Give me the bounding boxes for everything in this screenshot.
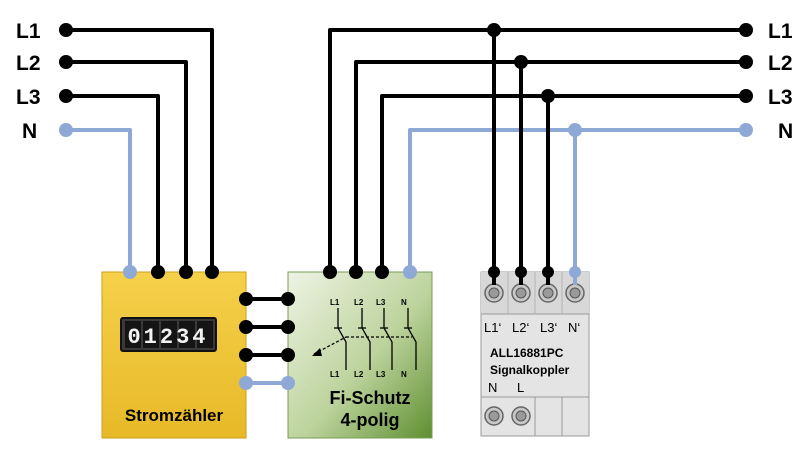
svg-text:L3‘: L3‘	[540, 320, 557, 335]
svg-text:L2: L2	[354, 370, 364, 379]
coupler-name: Signalkoppler	[490, 363, 570, 377]
svg-text:N: N	[401, 370, 407, 379]
svg-text:L1‘: L1‘	[484, 320, 501, 335]
neutral-wires	[66, 128, 746, 385]
coupler-screw-terminals-top	[484, 283, 585, 303]
svg-text:L: L	[517, 380, 524, 395]
coupler-terminal-labels: L1‘ L2‘ L3‘ N‘	[484, 320, 580, 335]
rcd-switch-contacts	[313, 308, 417, 370]
rcd-top-terminal-labels: L1 L2 L3 N	[330, 298, 407, 307]
svg-text:N‘: N‘	[568, 320, 580, 335]
meter-counter-digits: 01234	[127, 325, 208, 350]
meter-box	[101, 271, 247, 439]
svg-text:L2: L2	[354, 298, 364, 307]
left-label-l3: L3	[16, 86, 41, 109]
meter-label: Stromzähler	[125, 406, 224, 425]
left-label-n: N	[22, 120, 37, 143]
coupler-screw-terminals-bottom	[484, 406, 531, 426]
left-label-l2: L2	[16, 52, 41, 75]
rcd-title: Fi-Schutz	[330, 388, 411, 408]
rcd-bottom-terminal-labels: L1 L2 L3 N	[330, 370, 407, 379]
coupler-model: ALL16881PC	[490, 346, 564, 360]
coupler-bottom-terminal-labels: N L	[488, 380, 524, 395]
rcd-trip-arrow-icon	[312, 348, 322, 356]
right-label-l1: L1	[768, 20, 793, 43]
svg-text:L3: L3	[376, 370, 386, 379]
right-label-l3: L3	[768, 86, 793, 109]
svg-text:L1: L1	[330, 298, 340, 307]
svg-text:N: N	[488, 380, 497, 395]
left-label-l1: L1	[16, 20, 41, 43]
svg-text:L1: L1	[330, 370, 340, 379]
rcd-subtitle: 4-polig	[341, 410, 400, 430]
svg-text:L2‘: L2‘	[512, 320, 529, 335]
right-label-n: N	[778, 120, 793, 143]
svg-text:N: N	[401, 298, 407, 307]
rcd-box	[287, 271, 433, 439]
terminal-dots	[59, 23, 753, 390]
meter-counter-cells	[125, 321, 213, 348]
svg-text:L3: L3	[376, 298, 386, 307]
right-label-l2: L2	[768, 52, 793, 75]
phase-wires	[66, 28, 746, 357]
